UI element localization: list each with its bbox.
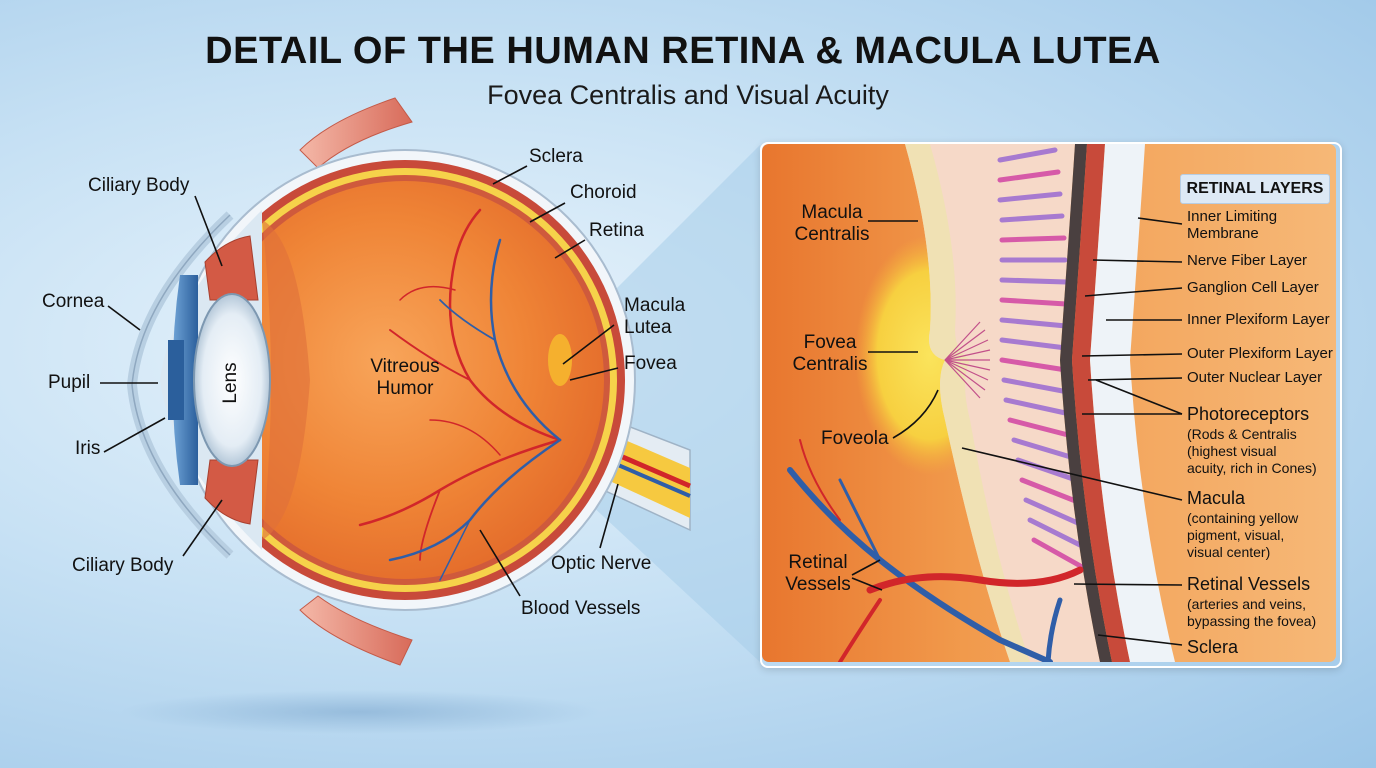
choroid-band xyxy=(1072,144,1130,662)
label-choroid: Choroid xyxy=(570,182,637,203)
legend-photoreceptors-sub3: acuity, rich in Cones) xyxy=(1187,460,1317,476)
ciliary-body-bottom xyxy=(204,459,259,525)
label-fovea: Fovea xyxy=(624,353,677,374)
detail-leader-lines xyxy=(851,217,1183,646)
legend-retinal-vessels-desc: (arteries and veins, bypassing the fovea… xyxy=(1187,596,1316,630)
retina-detail-panel-art xyxy=(762,144,1336,662)
label-ciliary-body-top: Ciliary Body xyxy=(88,175,190,196)
legend-nerve-fiber-layer: Nerve Fiber Layer xyxy=(1187,252,1308,269)
ora-serrata xyxy=(262,220,310,540)
macula-lutea-spot xyxy=(548,334,572,386)
legend-inner-limiting-membrane: Inner Limiting Membrane xyxy=(1187,208,1277,242)
label-iris: Iris xyxy=(75,438,101,459)
page-subtitle: Fovea Centralis and Visual Acuity xyxy=(487,80,889,110)
label-macula-lutea: Macula Lutea xyxy=(624,295,685,339)
label-ciliary-body-bottom: Ciliary Body xyxy=(72,555,174,576)
label-cornea: Cornea xyxy=(42,291,105,312)
retina-detail-panel xyxy=(760,142,1342,668)
legend-retinal-vessels: Retinal Vessels xyxy=(1187,574,1311,594)
label-pupil: Pupil xyxy=(48,372,91,393)
label-vitreous-line2: Humor xyxy=(376,378,434,399)
lens xyxy=(193,293,271,467)
label-lens: Lens xyxy=(220,362,241,404)
label-detail-retinal-vessels-line2: Vessels xyxy=(785,574,851,595)
label-sclera: Sclera xyxy=(529,146,583,167)
legend-title: RETINAL LAYERS xyxy=(1180,174,1330,204)
retinal-blood-vessels xyxy=(358,208,562,581)
label-detail-retinal-vessels: Retinal Vessels xyxy=(778,552,858,596)
ciliary-body-top xyxy=(204,235,259,301)
legend-retinal-vessels-sub1: (arteries and veins, xyxy=(1187,596,1307,612)
legend-macula-desc: (containing yellow pigment, visual, visu… xyxy=(1187,510,1298,561)
legend-outer-plexiform-layer: Outer Plexiform Layer xyxy=(1187,345,1333,362)
label-fovea-centralis-line2: Centralis xyxy=(792,354,868,375)
label-fovea-centralis: Fovea Centralis xyxy=(778,332,882,376)
vitreous-humor xyxy=(206,181,604,579)
label-macula-lutea-line2: Lutea xyxy=(624,317,672,338)
zoom-wedge xyxy=(575,145,760,662)
iris xyxy=(172,275,198,485)
superior-muscle xyxy=(299,97,413,169)
eye-leader-lines xyxy=(100,165,619,597)
legend-retinal-vessels-sub2: bypassing the fovea) xyxy=(1187,613,1317,629)
label-optic-nerve: Optic Nerve xyxy=(551,553,652,574)
label-fovea-centralis-line1: Fovea xyxy=(803,332,857,353)
legend-outer-nuclear-layer: Outer Nuclear Layer xyxy=(1187,369,1323,386)
legend-sclera: Sclera xyxy=(1187,637,1239,657)
legend-ganglion-cell-layer: Ganglion Cell Layer xyxy=(1187,279,1319,296)
inferior-muscle xyxy=(299,595,413,666)
detail-retinal-vessels xyxy=(787,439,1084,662)
legend-inner-plexiform-layer: Inner Plexiform Layer xyxy=(1187,311,1330,328)
label-vitreous-line1: Vitreous xyxy=(370,356,440,377)
sclera-band xyxy=(1090,144,1175,662)
legend-inner-limiting-line1: Inner Limiting xyxy=(1187,208,1278,225)
label-macula-lutea-line1: Macula xyxy=(624,295,686,316)
legend-photoreceptors-sub2: (highest visual xyxy=(1187,443,1277,459)
legend-macula-sub2: pigment, visual, xyxy=(1187,527,1285,543)
label-macula-centralis: Macula Centralis xyxy=(778,202,886,246)
label-macula-centralis-line1: Macula xyxy=(801,202,863,223)
fovea-cone-cluster xyxy=(944,321,991,399)
legend-inner-limiting-line2: Membrane xyxy=(1187,225,1259,242)
pigment-epithelium xyxy=(1060,144,1112,662)
legend-photoreceptors-desc: (Rods & Centralis (highest visual acuity… xyxy=(1187,426,1317,477)
label-macula-centralis-line2: Centralis xyxy=(794,224,870,245)
page-title: DETAIL OF THE HUMAN RETINA & MACULA LUTE… xyxy=(205,30,1161,72)
legend-macula: Macula xyxy=(1187,488,1246,508)
legend-macula-sub3: visual center) xyxy=(1187,544,1271,560)
photoreceptor-cells xyxy=(997,147,1087,571)
label-retina: Retina xyxy=(589,220,644,241)
legend-photoreceptors: Photoreceptors xyxy=(1187,404,1310,424)
eye-shadow xyxy=(120,690,600,734)
label-vitreous-humor: Vitreous Humor xyxy=(360,356,450,400)
label-detail-retinal-vessels-line1: Retinal xyxy=(788,552,848,573)
legend-photoreceptors-sub1: (Rods & Centralis xyxy=(1187,426,1297,442)
label-foveola: Foveola xyxy=(821,428,889,449)
legend-macula-sub1: (containing yellow xyxy=(1187,510,1299,526)
label-blood-vessels: Blood Vessels xyxy=(521,598,641,619)
pupil xyxy=(168,340,184,420)
